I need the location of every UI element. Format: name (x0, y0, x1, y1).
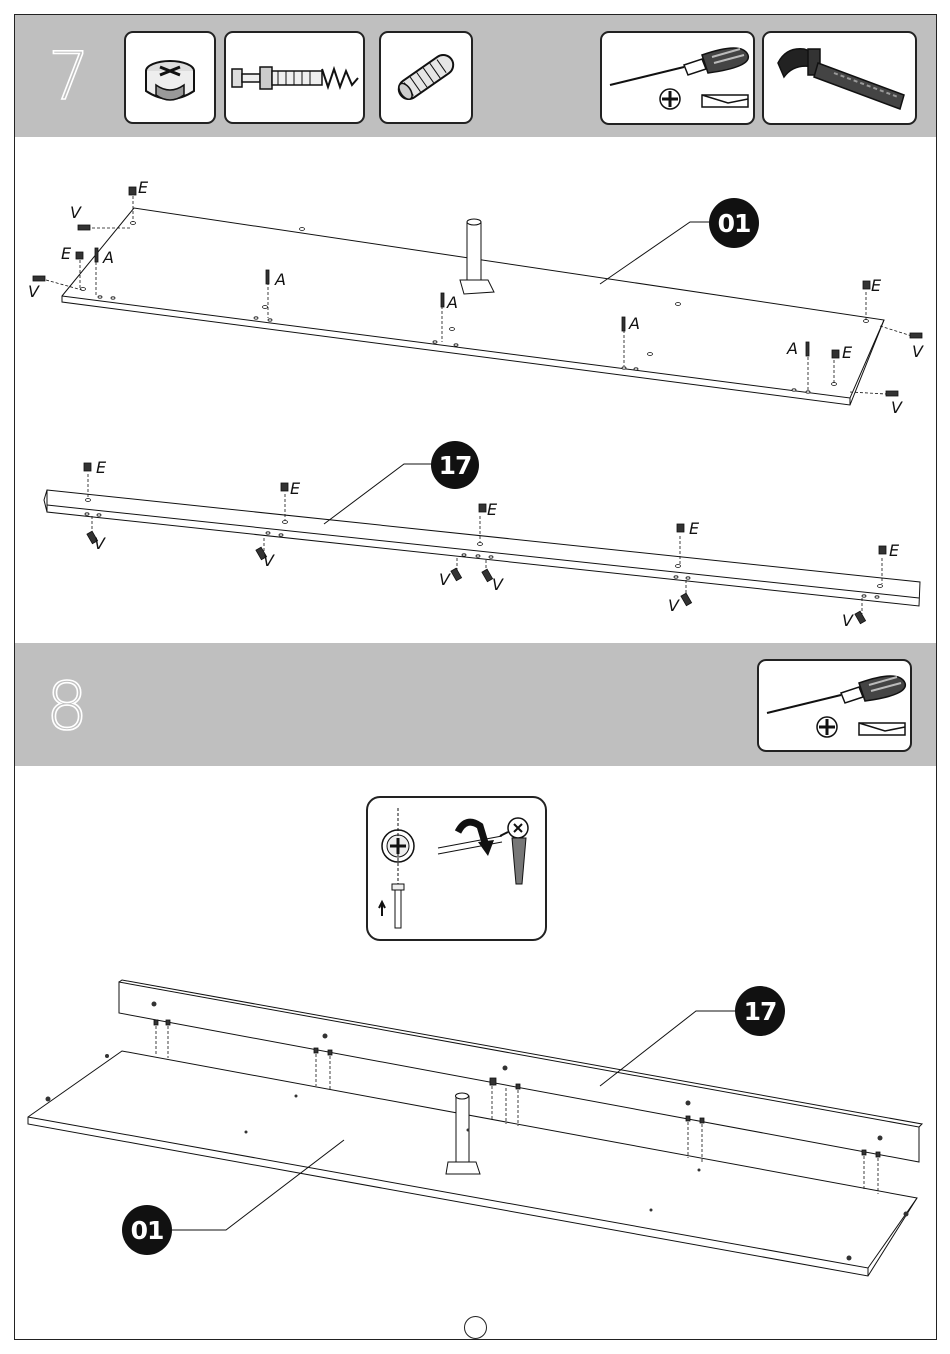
part-badge-01: 01 (122, 1205, 172, 1255)
page-number-circle (464, 1316, 487, 1339)
part-badge-17: 17 (735, 986, 785, 1036)
